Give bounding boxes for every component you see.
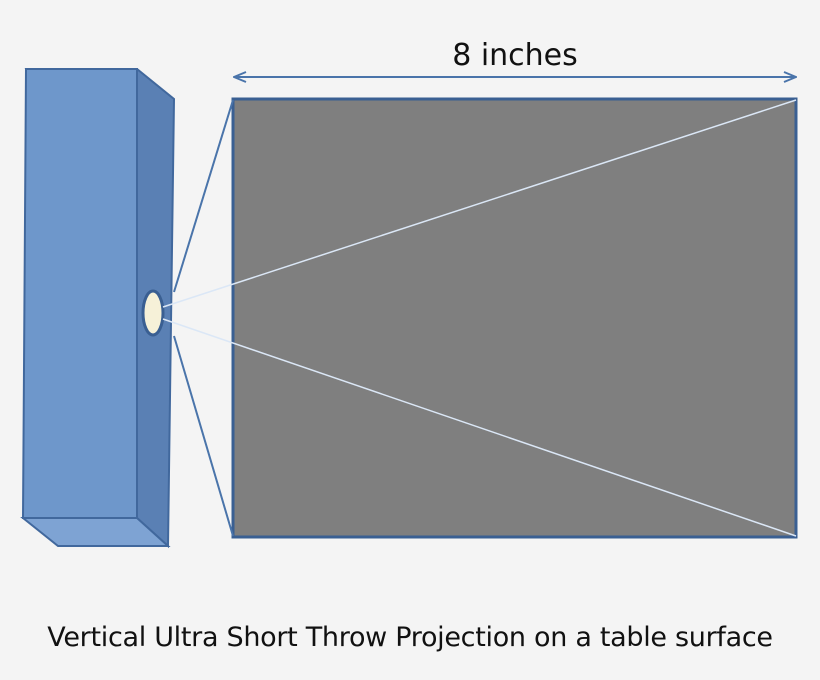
- projected-image-surface: [231, 97, 798, 539]
- projector-front-face: [21, 68, 138, 519]
- light-ray-top: [162, 99, 797, 308]
- outer-beam-bottom: [173, 335, 234, 537]
- light-ray-bottom: [162, 318, 797, 537]
- projector: [20, 68, 176, 549]
- diagram-caption: Vertical Ultra Short Throw Projection on…: [47, 622, 773, 653]
- projector-lens: [141, 289, 165, 337]
- outer-beam-top: [173, 99, 234, 293]
- width-label: 8 inches: [452, 38, 578, 73]
